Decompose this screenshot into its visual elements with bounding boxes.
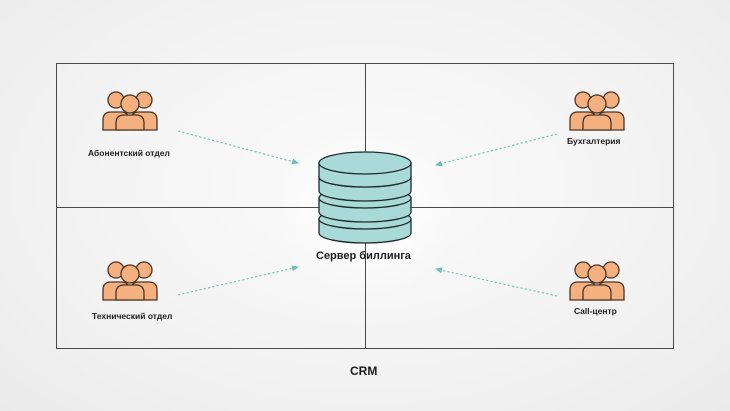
department-label-subscriber: Абонентский отдел (88, 148, 170, 158)
people-group-icon-subscriber (102, 91, 158, 131)
crm-label: CRM (350, 364, 378, 378)
arrow-subscriber-to-server (177, 130, 299, 165)
department-label-accounting: Бухгалтерия (567, 136, 621, 146)
people-group-icon-accounting (569, 91, 625, 131)
connection-arrows (177, 130, 558, 297)
arrow-callcenter-to-server (435, 267, 558, 297)
people-group-icon-tech (102, 261, 158, 301)
database-icon (318, 151, 412, 244)
people-group-icon-callcenter (569, 261, 625, 301)
server-label: Сервер биллинга (316, 250, 411, 262)
department-label-callcenter: Call-центр (574, 306, 617, 316)
arrow-tech-to-server (177, 265, 299, 296)
arrow-accounting-to-server (435, 133, 558, 167)
department-label-tech: Технический отдел (92, 311, 173, 321)
